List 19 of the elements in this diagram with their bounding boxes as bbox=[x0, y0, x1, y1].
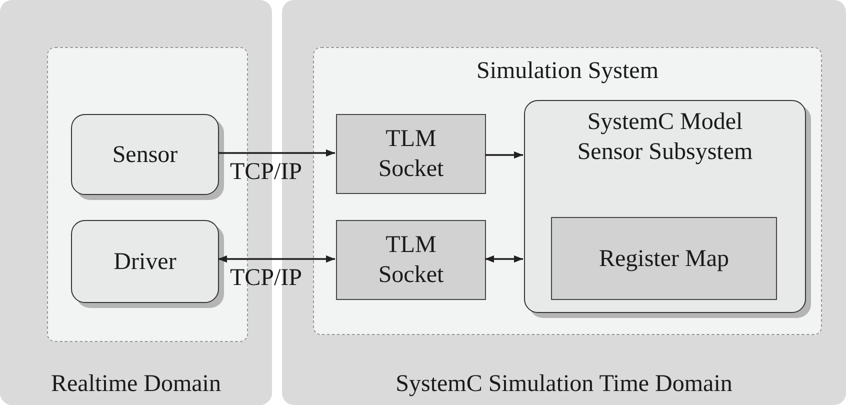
system-box bbox=[313, 47, 822, 335]
node-label: TLM Socket bbox=[377, 125, 445, 184]
node-label: SystemC Simulation Time Domain bbox=[394, 370, 734, 399]
node-label: Simulation System bbox=[475, 57, 660, 86]
node-label: Register Map bbox=[598, 244, 730, 274]
arrow bbox=[485, 151, 523, 159]
arrow bbox=[485, 255, 523, 263]
node-label: TLM Socket bbox=[377, 231, 445, 290]
node-label: Sensor bbox=[111, 140, 179, 170]
register-box bbox=[551, 217, 777, 300]
node-label: SystemC Model Sensor Subsystem bbox=[576, 108, 754, 167]
edge-label: TCP/IP bbox=[230, 158, 302, 186]
edge-label: TCP/IP bbox=[230, 264, 302, 292]
node-label: Realtime Domain bbox=[50, 370, 222, 399]
socket-box bbox=[336, 220, 486, 300]
node-label: Driver bbox=[112, 248, 178, 276]
arrow bbox=[218, 255, 335, 263]
arrow bbox=[218, 149, 335, 157]
socket-box bbox=[336, 114, 486, 194]
